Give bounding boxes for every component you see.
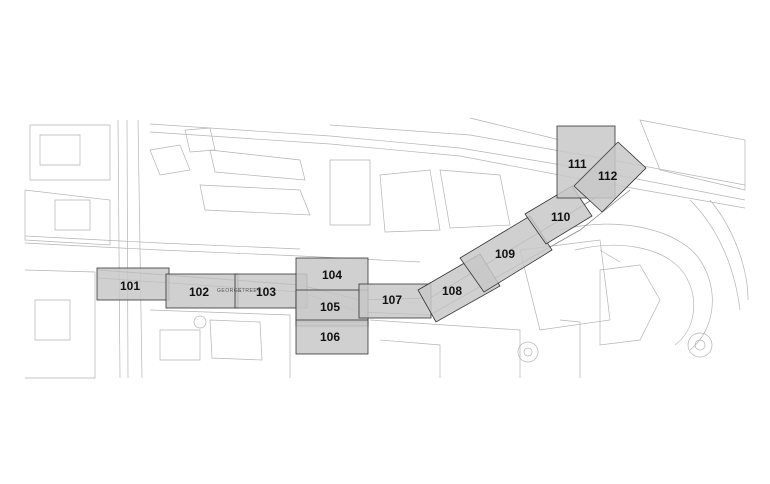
tile-label: 109	[495, 247, 515, 261]
street-name-label: STREET	[238, 288, 261, 294]
building-block	[39, 134, 81, 166]
tile-label: 108	[442, 284, 462, 298]
tile-101[interactable]	[96, 267, 170, 301]
building-block	[639, 119, 746, 191]
curved-road	[559, 223, 713, 351]
building-block	[329, 159, 371, 226]
building-block	[29, 124, 111, 181]
roundabout-centre	[694, 339, 706, 351]
tile-label: 106	[320, 330, 340, 344]
tile-112[interactable]	[573, 141, 647, 213]
building-block	[149, 309, 291, 378]
roundabout	[517, 341, 539, 363]
road-diagonal-2	[24, 235, 301, 250]
building-block	[24, 189, 111, 246]
building-block	[599, 264, 661, 346]
tile-grid	[96, 125, 647, 355]
tile-labels: 101 102 103 104 105 106 107 108 109 110 …	[120, 157, 618, 344]
road-west-edge-2	[126, 119, 129, 379]
curved-road	[709, 199, 749, 301]
tile-label: 111	[568, 157, 587, 171]
tile-label: 103	[256, 285, 276, 299]
railway-line-south	[149, 131, 746, 209]
building-block	[379, 339, 441, 378]
tile-label: 102	[189, 285, 209, 299]
tile-label: 110	[551, 210, 571, 224]
building-block	[159, 329, 201, 361]
building-block	[369, 319, 521, 378]
tile-102[interactable]	[165, 273, 239, 309]
curved-road	[574, 244, 695, 346]
building-block	[519, 239, 611, 331]
railway-line-upper	[329, 124, 746, 186]
street-name-label: GEORGE	[217, 288, 242, 294]
tile-109[interactable]	[459, 215, 553, 293]
building-block	[209, 149, 306, 181]
tile-label: 107	[382, 293, 402, 307]
building-block	[379, 169, 441, 233]
curved-road	[689, 199, 741, 311]
roundabout	[193, 315, 207, 329]
tile-106[interactable]	[295, 319, 369, 355]
building-block	[209, 319, 263, 361]
road-line	[559, 319, 581, 378]
building-block	[149, 144, 191, 176]
roundabout	[687, 332, 713, 358]
tile-110[interactable]	[524, 185, 593, 245]
tile-label: 101	[120, 279, 140, 293]
building-block	[199, 184, 311, 216]
tile-label: 112	[598, 169, 618, 183]
road-line	[469, 117, 561, 141]
building-block	[24, 269, 96, 379]
building-block	[34, 299, 71, 341]
roundabout-centre	[523, 347, 533, 357]
tile-label: 105	[320, 300, 340, 314]
base-map-linework	[24, 117, 749, 379]
building-block	[54, 199, 91, 231]
building-block	[184, 127, 216, 153]
road-line	[599, 249, 621, 263]
tile-label: 104	[322, 268, 342, 282]
building-block	[439, 169, 511, 229]
tile-103[interactable]	[234, 273, 308, 309]
road-west-edge-1	[117, 119, 121, 379]
